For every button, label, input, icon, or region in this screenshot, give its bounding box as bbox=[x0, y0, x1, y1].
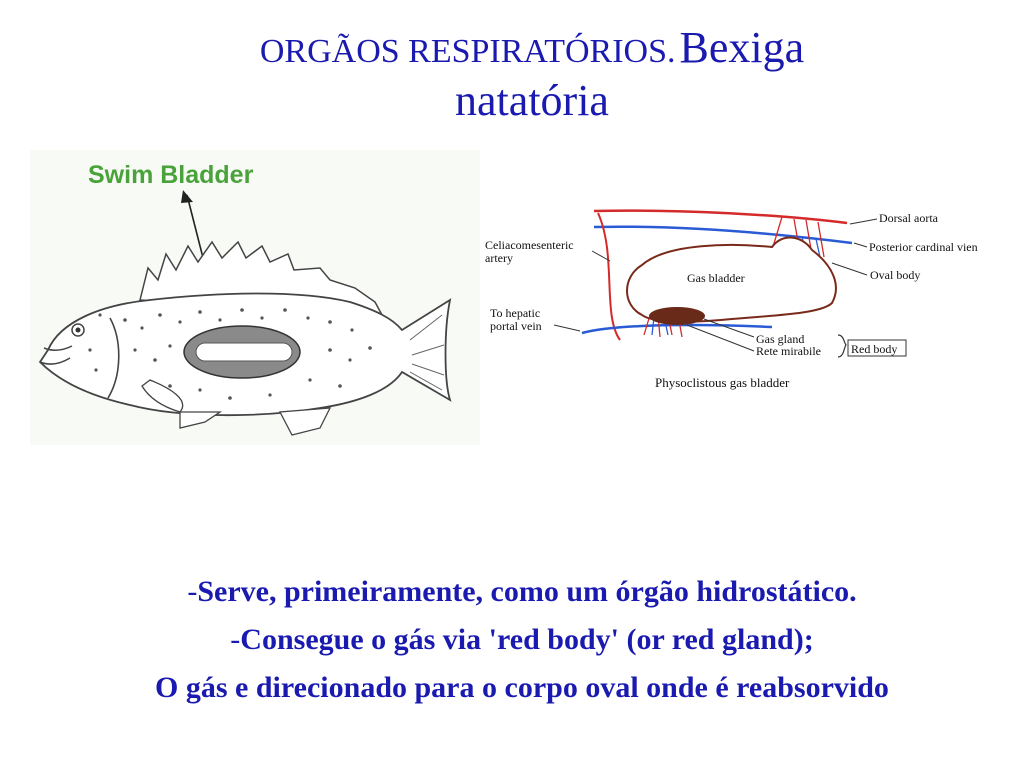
dorsal-aorta-vessel bbox=[593, 209, 848, 225]
arrow-tail bbox=[181, 190, 193, 203]
label-rete-mirabile: Rete mirabile bbox=[756, 344, 821, 358]
posterior-cardinal-vein-vessel bbox=[593, 225, 853, 245]
hepatic-portal-vessel bbox=[581, 323, 773, 335]
title-part2: Bexiga bbox=[679, 23, 805, 72]
gill-cover bbox=[107, 317, 120, 399]
label-red-body: Red body bbox=[851, 342, 897, 356]
label-celiacomesenteric-2: artery bbox=[485, 251, 513, 265]
red-body-box bbox=[847, 339, 907, 357]
celiacomesenteric-vessel bbox=[597, 212, 621, 341]
gas-bladder-outline bbox=[626, 236, 837, 323]
bullet-2: -Consegue o gás via 'red body' (or red g… bbox=[230, 623, 814, 656]
label-gas-gland: Gas gland bbox=[756, 332, 804, 346]
label-to-hepatic-2: portal vein bbox=[490, 319, 542, 333]
pelvic-fin bbox=[179, 411, 223, 429]
diagram-caption: Physoclistous gas bladder bbox=[655, 375, 790, 390]
bullet-1: -Serve, primeiramente, como um órgão hid… bbox=[187, 575, 857, 608]
label-celiacomesenteric-1: Celiacomesenteric bbox=[485, 238, 574, 252]
body-line-3: O gás e direcionado para o corpo oval on… bbox=[155, 671, 889, 704]
label-oval-body: Oval body bbox=[870, 268, 920, 282]
label-dorsal-aorta: Dorsal aorta bbox=[879, 211, 939, 225]
gas-bladder-figure: Dorsal aorta Posterior cardinal vien Ova… bbox=[482, 195, 1012, 420]
slide-title: ORGÃOS RESPIRATÓRIOS. Bexiga natatória bbox=[0, 20, 1024, 128]
title-part3: natatória bbox=[455, 76, 609, 125]
label-gas-bladder: Gas bladder bbox=[687, 271, 745, 285]
fish-figure: Swim Bladder bbox=[30, 150, 480, 445]
mouth bbox=[39, 345, 73, 365]
gas-bladder-diagram: Dorsal aorta Posterior cardinal vien Ova… bbox=[485, 209, 978, 390]
swim-bladder-label: Swim Bladder bbox=[88, 161, 254, 189]
label-posterior-cardinal-vein: Posterior cardinal vien bbox=[869, 240, 978, 254]
swim-bladder-lumen bbox=[195, 342, 293, 362]
anal-fin bbox=[278, 407, 332, 436]
red-body-brace bbox=[837, 334, 847, 358]
label-to-hepatic-1: To hepatic bbox=[490, 306, 540, 320]
fish-illustration: Swim Bladder bbox=[38, 161, 452, 436]
gas-gland bbox=[649, 307, 705, 325]
slide-body-text: -Serve, primeiramente, como um órgão hid… bbox=[20, 568, 1024, 712]
title-part1: ORGÃOS RESPIRATÓRIOS. bbox=[259, 33, 676, 70]
